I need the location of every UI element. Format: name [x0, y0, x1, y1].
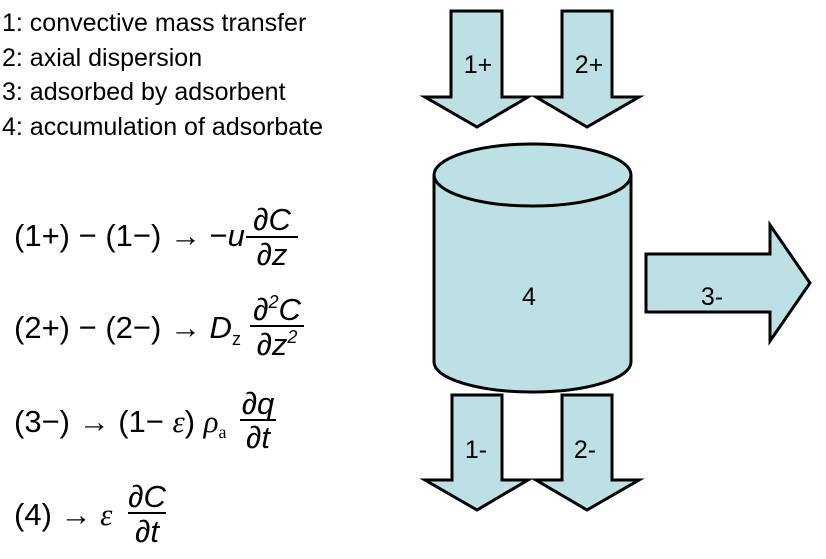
eq2-sub: z: [232, 329, 241, 349]
svg-text:∂2C: ∂2C: [253, 292, 301, 327]
eq4-epsilon: ε: [100, 497, 113, 532]
legend-item-1: 1: convective mass transfer: [2, 9, 306, 37]
svg-text:(3−) → (1− ε) ρa: (3−) → (1− ε) ρa: [14, 404, 227, 442]
eq4-numerator: ∂C: [128, 479, 166, 514]
eq4-lhs: (4) →: [14, 497, 100, 532]
equation-convective: (1+) − (1−) → −u ∂C ∂z: [14, 202, 298, 272]
svg-text:(2+) − (2−) → Dz: (2+) − (2−) → Dz: [14, 310, 241, 349]
adsorption-column: 4: [432, 142, 633, 394]
eq1-numerator: ∂C: [253, 202, 291, 237]
eq2-lhs: (2+) − (2−) →: [14, 310, 210, 345]
eq3-epsilon: ε: [173, 404, 186, 439]
eq3-numerator: ∂q: [242, 386, 275, 421]
eq3-rho: ρ: [203, 404, 219, 439]
legend-item-2: 2: axial dispersion: [2, 44, 202, 72]
eq3-lhs: (3−) → (1−: [14, 404, 173, 439]
arrow-out-adsorbed: [644, 220, 812, 346]
eq3-denominator: ∂t: [246, 420, 271, 455]
svg-text:∂z2: ∂z2: [257, 327, 298, 362]
eq2-num-tail: C: [278, 292, 301, 327]
eq3-mid: ): [185, 404, 204, 439]
eq4-denominator: ∂t: [135, 514, 160, 549]
eq1-var: u: [228, 218, 245, 253]
eq2-num-sup: 2: [267, 292, 278, 312]
eq2-var: D: [210, 310, 232, 345]
equation-adsorbed: (3−) → (1− ε) ρa ∂q ∂t: [14, 386, 276, 455]
svg-text:(4) → ε: (4) → ε: [14, 497, 113, 532]
eq1-denominator: ∂z: [257, 237, 288, 272]
arrow-in-convective-label: 1+: [464, 51, 493, 79]
eq1-lhs: (1+) − (1−) → −: [14, 218, 228, 253]
eq2-num: ∂: [253, 292, 268, 327]
arrow-out-dispersion: [530, 393, 645, 512]
arrow-out-adsorbed-label: 3-: [701, 283, 723, 311]
equation-dispersion: (2+) − (2−) → Dz ∂2C ∂z2: [14, 292, 304, 362]
arrow-in-dispersion: [530, 9, 645, 129]
column-label: 4: [522, 283, 536, 311]
arrow-in-dispersion-label: 2+: [575, 51, 604, 79]
eq2-den-sup: 2: [286, 327, 297, 347]
eq2-den: ∂z: [257, 327, 288, 362]
arrow-out-convective-label: 1-: [465, 436, 487, 464]
arrow-out-dispersion-label: 2-: [574, 436, 596, 464]
svg-text:(1+) − (1−) → −u: (1+) − (1−) → −u: [14, 218, 245, 253]
legend: 1: convective mass transfer 2: axial dis…: [2, 9, 323, 141]
arrow-out-convective: [419, 393, 534, 512]
equation-accumulation: (4) → ε ∂C ∂t: [14, 479, 166, 549]
legend-item-3: 3: adsorbed by adsorbent: [2, 78, 286, 106]
arrow-in-convective: [419, 9, 534, 129]
eq3-sub: a: [219, 422, 227, 442]
legend-item-4: 4: accumulation of adsorbate: [2, 113, 323, 141]
